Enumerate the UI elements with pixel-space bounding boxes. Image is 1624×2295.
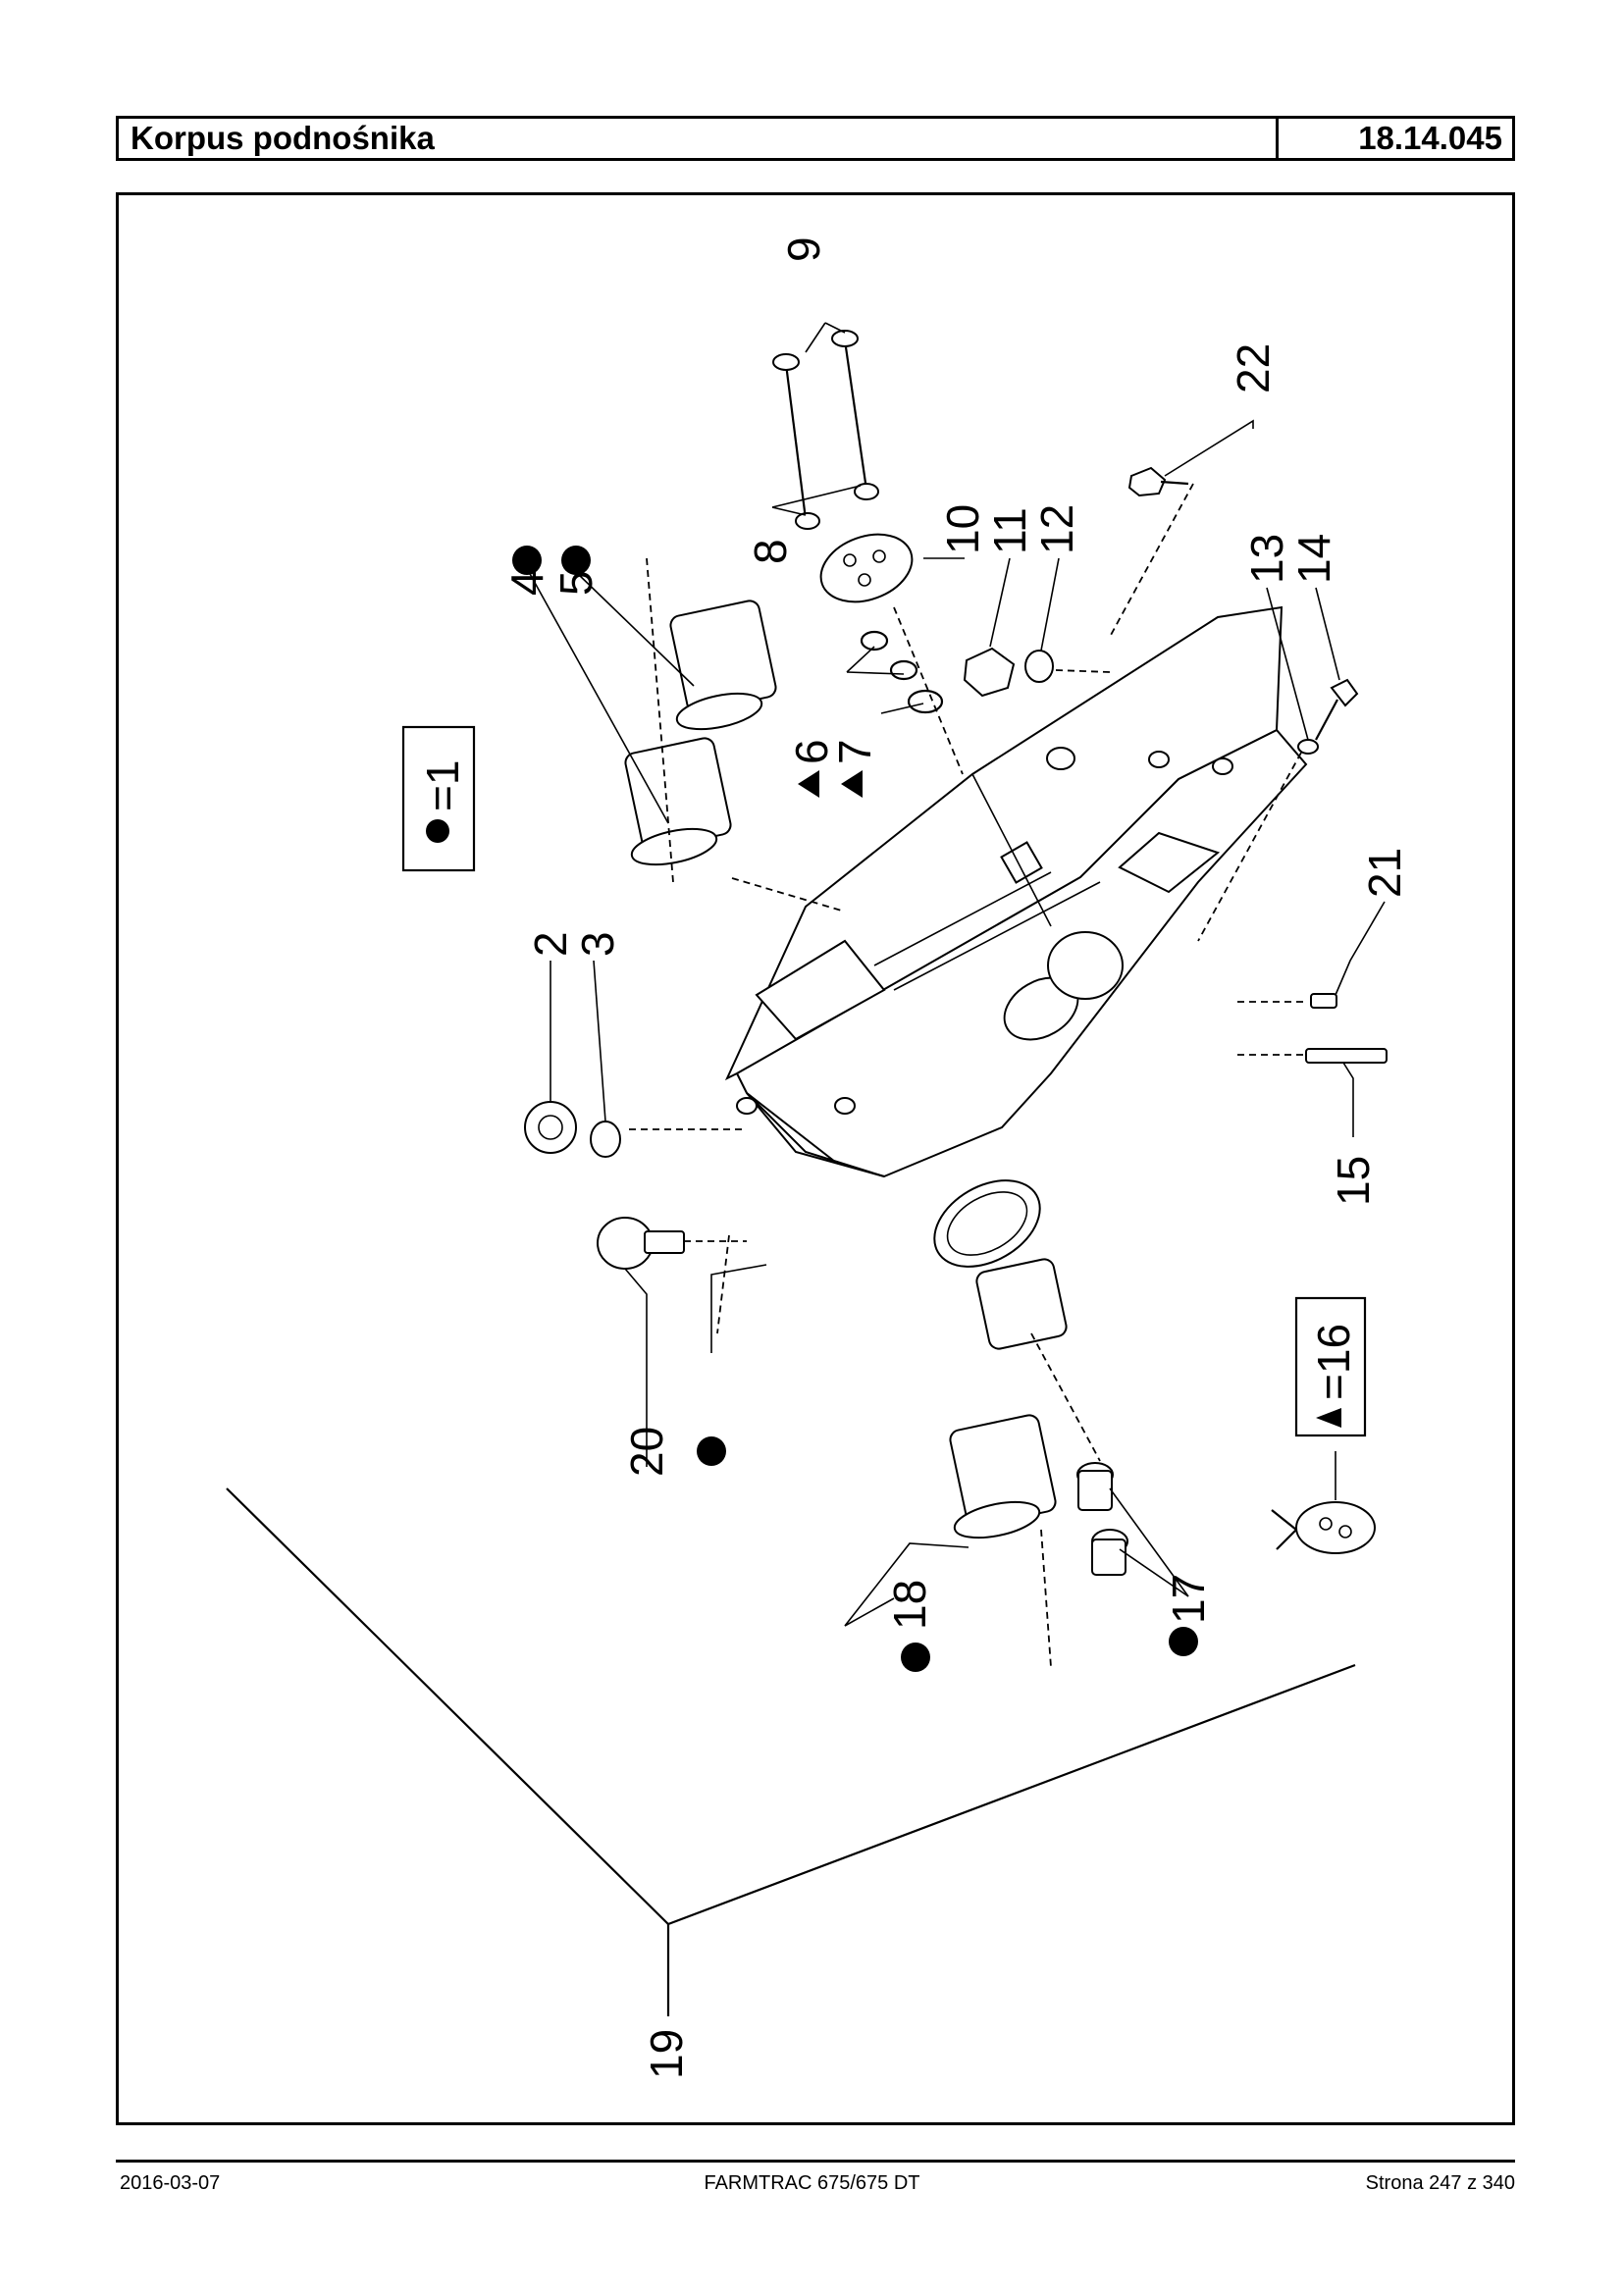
footer-rule [116, 2160, 1515, 2163]
cover-10 [819, 533, 914, 603]
o-ring-6b [889, 659, 918, 681]
callout-2: 2 [525, 931, 576, 957]
o-ring-7 [907, 689, 944, 714]
bolts-9 [772, 330, 879, 530]
breather-20 [597, 1217, 685, 1270]
sealant-tube-icon [1271, 1501, 1376, 1554]
exploded-parts-diagram: =1 =16 2 3 4 5 6 7 8 9 10 11 12 13 14 15… [226, 236, 1410, 2079]
page-header: Korpus podnośnika 18.14.045 [116, 116, 1515, 161]
pin-21 [1310, 993, 1337, 1009]
page-title: Korpus podnośnika [119, 119, 1279, 158]
callout-6: 6 [786, 739, 837, 764]
washer-13 [1297, 739, 1319, 755]
o-ring-6a [860, 630, 889, 652]
bushings-18 [949, 1258, 1068, 1539]
callout-22: 22 [1228, 343, 1279, 393]
callout-17: 17 [1163, 1574, 1214, 1624]
section-code: 18.14.045 [1358, 120, 1502, 156]
callout-9: 9 [778, 236, 829, 262]
callout-13: 13 [1241, 534, 1292, 584]
plug-2 [524, 1101, 577, 1154]
legend-triangle-text: =16 [1308, 1324, 1359, 1400]
callout-7: 7 [829, 739, 880, 764]
legend-circle-text: =1 [417, 760, 468, 811]
lift-housing [724, 605, 1308, 1268]
stud-15 [1305, 1048, 1388, 1064]
callout-18: 18 [884, 1580, 935, 1630]
callout-10: 10 [937, 504, 988, 554]
callout-11: 11 [984, 507, 1035, 554]
callout-8: 8 [745, 539, 796, 564]
footer-date: 2016-03-07 [120, 2172, 221, 2194]
washer-3 [590, 1121, 621, 1158]
footer-page-number: Strona 247 z 340 [1365, 2172, 1515, 2194]
callout-4: 4 [501, 570, 552, 596]
callout-15: 15 [1328, 1156, 1379, 1206]
plug-11 [963, 647, 1016, 698]
bushings-4-5 [624, 600, 777, 866]
diagram-frame: =1 =16 2 3 4 5 6 7 8 9 10 11 12 13 14 15… [116, 192, 1515, 2125]
footer-model: FARMTRAC 675/675 DT [704, 2172, 920, 2194]
callout-21: 21 [1359, 848, 1410, 898]
callout-3: 3 [572, 931, 623, 957]
callout-14: 14 [1288, 534, 1339, 584]
bolt-22 [1127, 466, 1167, 497]
callout-12: 12 [1031, 504, 1082, 554]
bolt-14 [1330, 678, 1359, 707]
callout-5: 5 [550, 570, 602, 596]
washer-12 [1024, 650, 1054, 683]
callout-19: 19 [641, 2029, 692, 2079]
callout-20: 20 [621, 1427, 672, 1477]
